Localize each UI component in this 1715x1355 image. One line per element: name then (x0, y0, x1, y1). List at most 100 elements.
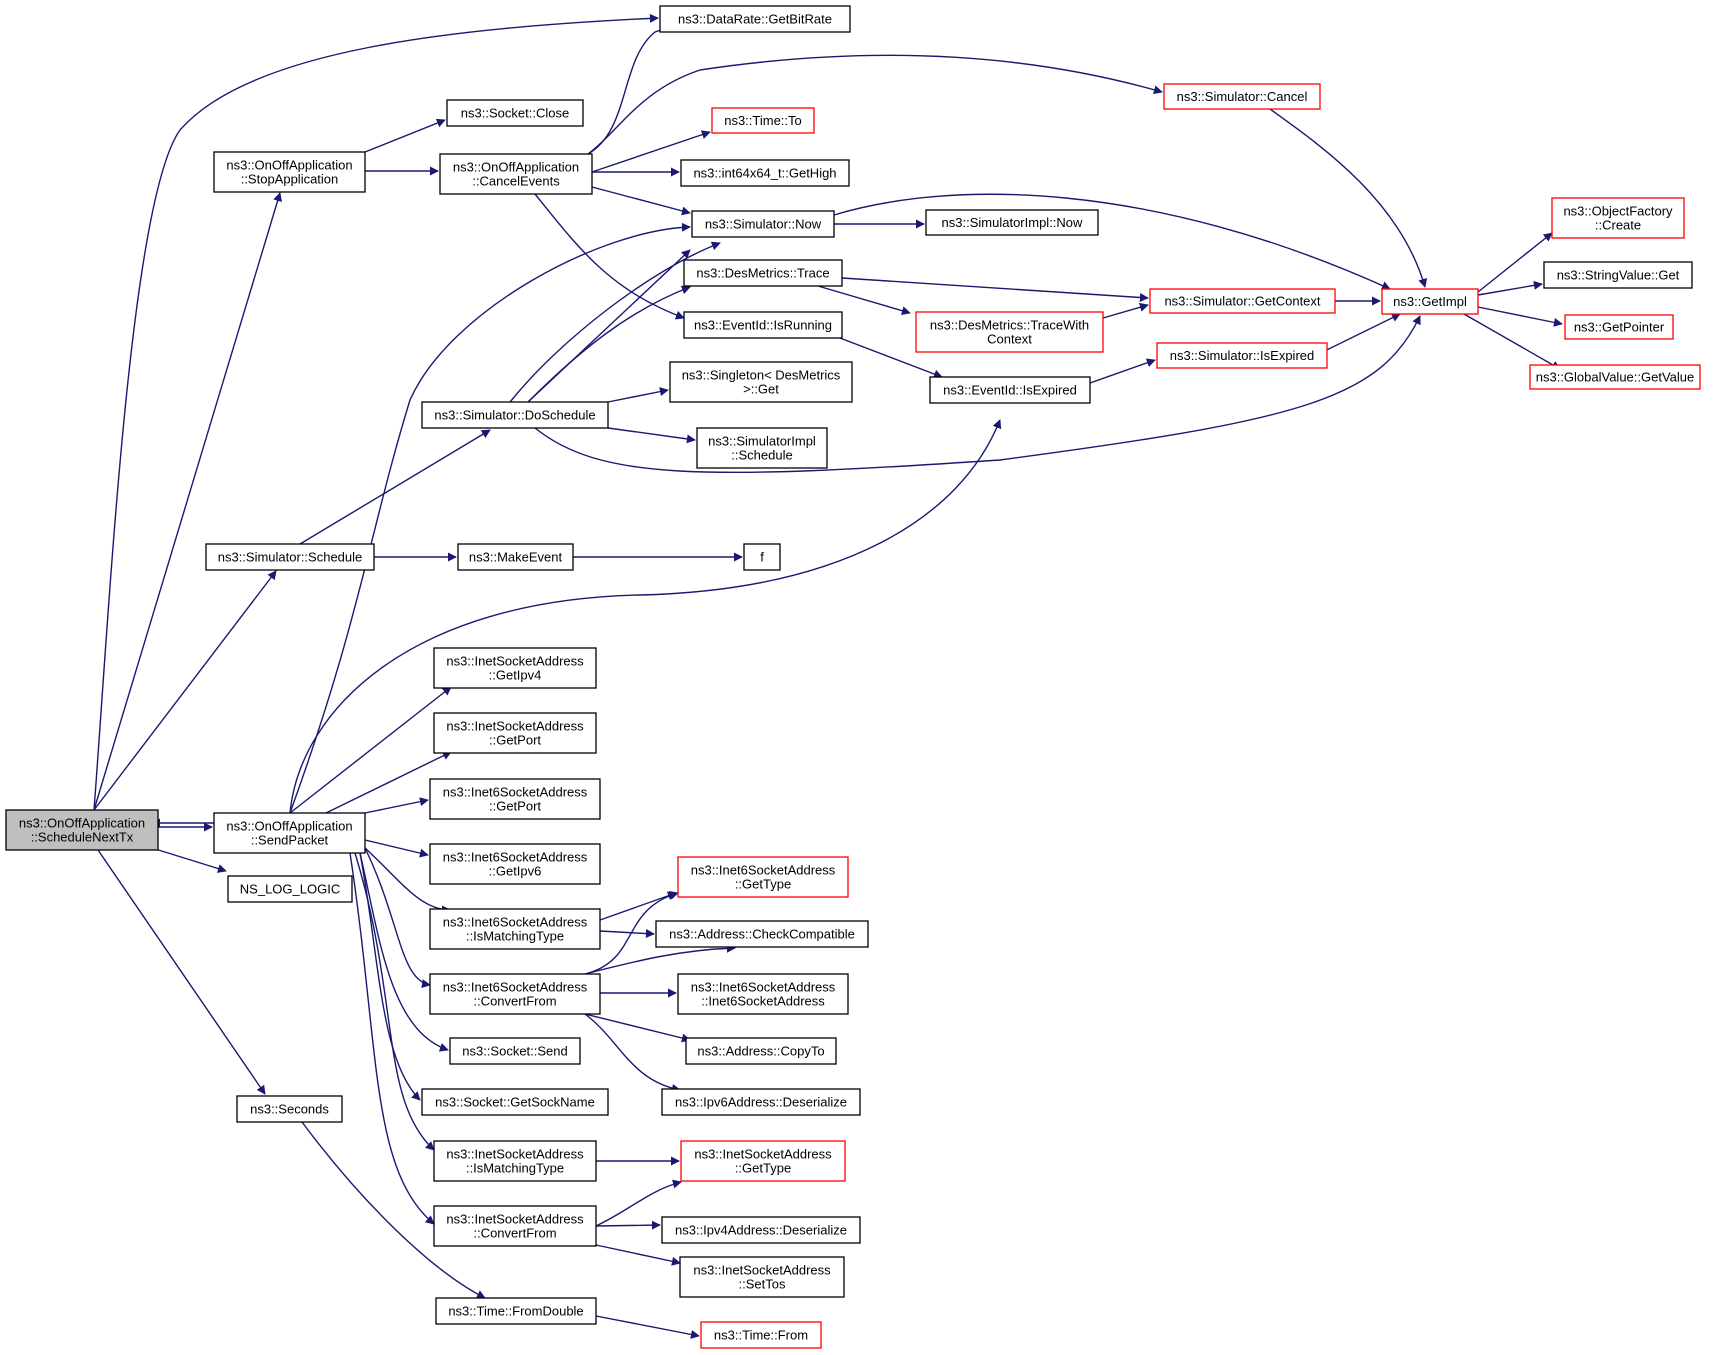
node-box[interactable] (683, 311, 843, 339)
node-box[interactable] (1551, 197, 1685, 239)
node-box[interactable] (743, 543, 781, 571)
function-node[interactable]: ns3::Singleton< DesMetrics >::Get (669, 361, 853, 403)
node-box[interactable] (915, 311, 1104, 353)
function-node[interactable]: ns3::Ipv4Address::Deserialize (661, 1216, 861, 1244)
function-node[interactable]: ns3::Simulator::IsExpired (1156, 342, 1328, 369)
node-box[interactable] (655, 920, 869, 948)
node-box[interactable] (439, 153, 593, 195)
node-box[interactable] (433, 647, 597, 689)
node-box[interactable] (433, 1140, 597, 1182)
node-box[interactable] (1543, 261, 1693, 289)
node-box[interactable] (433, 712, 597, 754)
node-box[interactable] (446, 99, 584, 127)
node-box[interactable] (929, 376, 1091, 404)
function-node[interactable]: ns3::SimulatorImpl::Now (925, 209, 1099, 236)
node-box[interactable] (1381, 288, 1479, 315)
function-node[interactable]: ns3::Seconds (236, 1095, 343, 1123)
function-node[interactable]: ns3::Socket::Close (446, 99, 584, 127)
function-node[interactable]: ns3::Inet6SocketAddress::GetIpv6 (429, 843, 601, 885)
function-node[interactable]: ns3::Inet6SocketAddress::Inet6SocketAddr… (677, 973, 849, 1015)
node-box[interactable] (213, 151, 366, 193)
node-box[interactable] (1564, 314, 1674, 340)
function-node[interactable]: ns3::Ipv6Address::Deserialize (661, 1088, 861, 1116)
function-node[interactable]: f (743, 543, 781, 571)
function-node[interactable]: ns3::OnOffApplication::StopApplication (213, 151, 366, 193)
node-box[interactable] (677, 973, 849, 1015)
function-node[interactable]: ns3::InetSocketAddress::ConvertFrom (433, 1205, 597, 1247)
node-box[interactable] (421, 401, 609, 429)
function-node[interactable]: ns3::Time::To (711, 107, 815, 134)
function-node[interactable]: ns3::Inet6SocketAddress::GetPort (429, 778, 601, 820)
node-box[interactable] (433, 1205, 597, 1247)
function-node[interactable]: ns3::OnOffApplication::SendPacket (213, 812, 366, 854)
function-node[interactable]: ns3::InetSocketAddress::IsMatchingType (433, 1140, 597, 1182)
node-box[interactable] (429, 973, 601, 1015)
function-node[interactable]: ns3::OnOffApplication::ScheduleNextTx (5, 809, 159, 851)
function-node[interactable]: ns3::InetSocketAddress::GetIpv4 (433, 647, 597, 689)
node-box[interactable] (680, 159, 850, 187)
function-node[interactable]: ns3::ObjectFactory::Create (1551, 197, 1685, 239)
node-box[interactable] (661, 1088, 861, 1116)
node-box[interactable] (691, 210, 835, 238)
node-box[interactable] (1149, 288, 1336, 314)
function-node[interactable]: ns3::MakeEvent (457, 543, 574, 571)
function-node[interactable]: ns3::SimulatorImpl::Schedule (696, 427, 828, 469)
node-box[interactable] (421, 1088, 609, 1116)
function-node[interactable]: ns3::GetPointer (1564, 314, 1674, 340)
node-box[interactable] (661, 1216, 861, 1244)
function-node[interactable]: ns3::Time::From (700, 1321, 822, 1349)
node-box[interactable] (669, 361, 853, 403)
function-node[interactable]: ns3::Simulator::Now (691, 210, 835, 238)
node-box[interactable] (679, 1256, 845, 1298)
function-node[interactable]: ns3::Simulator::Cancel (1163, 83, 1321, 110)
node-box[interactable] (213, 812, 366, 854)
node-box[interactable] (711, 107, 815, 134)
node-box[interactable] (205, 543, 375, 571)
node-box[interactable] (1156, 342, 1328, 369)
node-box[interactable] (429, 778, 601, 820)
function-node[interactable]: ns3::int64x64_t::GetHigh (680, 159, 850, 187)
function-node[interactable]: ns3::StringValue::Get (1543, 261, 1693, 289)
node-box[interactable] (659, 5, 851, 33)
function-node[interactable]: ns3::Socket::GetSockName (421, 1088, 609, 1116)
node-box[interactable] (236, 1095, 343, 1123)
function-node[interactable]: ns3::GlobalValue::GetValue (1529, 364, 1701, 390)
function-node[interactable]: ns3::GetImpl (1381, 288, 1479, 315)
function-node[interactable]: ns3::Inet6SocketAddress::ConvertFrom (429, 973, 601, 1015)
node-box[interactable] (1529, 364, 1701, 390)
function-node[interactable]: ns3::DataRate::GetBitRate (659, 5, 851, 33)
node-box[interactable] (677, 856, 849, 898)
node-box[interactable] (700, 1321, 822, 1349)
node-box[interactable] (685, 1037, 837, 1065)
node-box[interactable] (227, 875, 353, 903)
function-node[interactable]: ns3::Socket::Send (449, 1037, 581, 1065)
node-box[interactable] (925, 209, 1099, 236)
function-node[interactable]: ns3::Simulator::GetContext (1149, 288, 1336, 314)
node-box[interactable] (696, 427, 828, 469)
function-node[interactable]: ns3::Simulator::Schedule (205, 543, 375, 571)
function-node[interactable]: ns3::Address::CopyTo (685, 1037, 837, 1065)
function-node[interactable]: ns3::InetSocketAddress::GetPort (433, 712, 597, 754)
node-box[interactable] (457, 543, 574, 571)
node-box[interactable] (429, 908, 601, 950)
function-node[interactable]: ns3::Inet6SocketAddress::IsMatchingType (429, 908, 601, 950)
function-node[interactable]: ns3::EventId::IsRunning (683, 311, 843, 339)
function-node[interactable]: ns3::Inet6SocketAddress::GetType (677, 856, 849, 898)
function-node[interactable]: ns3::Address::CheckCompatible (655, 920, 869, 948)
function-node[interactable]: ns3::InetSocketAddress::GetType (680, 1140, 846, 1182)
function-node[interactable]: ns3::EventId::IsExpired (929, 376, 1091, 404)
function-node[interactable]: ns3::InetSocketAddress::SetTos (679, 1256, 845, 1298)
node-box[interactable] (429, 843, 601, 885)
node-box[interactable] (680, 1140, 846, 1182)
node-box[interactable] (5, 809, 159, 851)
function-node[interactable]: ns3::OnOffApplication::CancelEvents (439, 153, 593, 195)
node-box[interactable] (435, 1297, 597, 1325)
function-node[interactable]: NS_LOG_LOGIC (227, 875, 353, 903)
node-box[interactable] (1163, 83, 1321, 110)
function-node[interactable]: ns3::DesMetrics::Trace (683, 259, 843, 287)
function-node[interactable]: ns3::Simulator::DoSchedule (421, 401, 609, 429)
node-box[interactable] (683, 259, 843, 287)
node-box[interactable] (449, 1037, 581, 1065)
function-node[interactable]: ns3::Time::FromDouble (435, 1297, 597, 1325)
